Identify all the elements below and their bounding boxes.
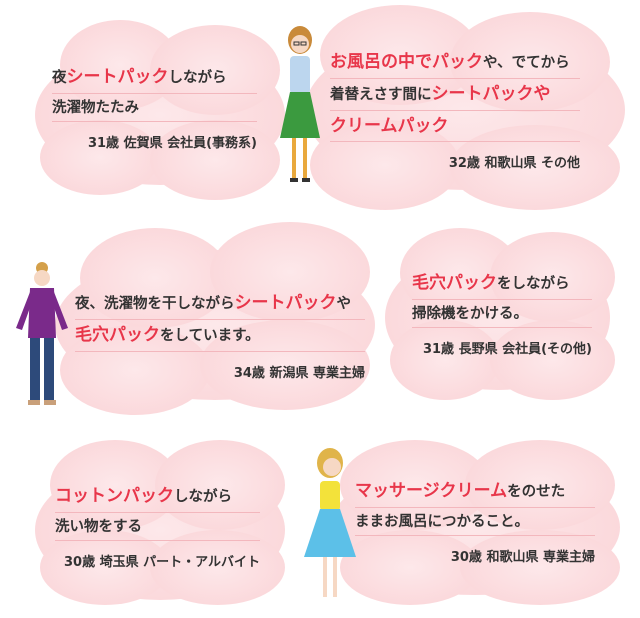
body-text: 夜 bbox=[52, 70, 67, 86]
highlight-text: シートパック bbox=[66, 67, 169, 87]
highlight-text: シートパックや bbox=[431, 83, 551, 104]
body-text: 掃除機をかける。 bbox=[412, 305, 528, 322]
body-text: しながら bbox=[174, 489, 232, 505]
woman-green-skirt-illustration bbox=[280, 26, 320, 182]
card-line: ままお風呂につかること。 bbox=[355, 508, 595, 537]
card-line: 洗い物をする bbox=[55, 513, 260, 542]
card-line: 毛穴パックをしながら bbox=[412, 268, 592, 300]
highlight-text: クリームパック bbox=[330, 115, 449, 136]
highlight-text: お風呂の中でパック bbox=[330, 52, 483, 72]
highlight-text: 毛穴パック bbox=[75, 324, 160, 345]
respondent-info: 34歳 新潟県 専業主婦 bbox=[233, 365, 365, 381]
card-3: 夜、洗濯物を干しながらシートパックや毛穴パックをしています。34歳 新潟県 専業… bbox=[75, 288, 365, 381]
body-text: ままお風呂につかること。 bbox=[355, 513, 529, 530]
card-line: 毛穴パックをしています。 bbox=[75, 320, 365, 352]
card-line: 夜シートパックしながら bbox=[52, 62, 257, 94]
respondent-info: 32歳 和歌山県 その他 bbox=[448, 156, 580, 172]
body-text: 洗い物をする bbox=[55, 518, 142, 535]
body-text: 夜、洗濯物を干しながら bbox=[75, 296, 235, 312]
body-text: 着替えさす間に bbox=[330, 86, 432, 103]
highlight-text: マッサージクリーム bbox=[355, 481, 508, 501]
woman-purple-top-illustration bbox=[16, 262, 68, 405]
card-line: コットンパックしながら bbox=[55, 481, 260, 513]
card-line: 洗濯物たたみ bbox=[52, 94, 257, 123]
highlight-text: シートパック bbox=[234, 293, 337, 313]
card-line: クリームパック bbox=[330, 111, 580, 143]
card-4: 毛穴パックをしながら掃除機をかける。 31歳 長野県 会社員(その他) bbox=[412, 268, 592, 357]
card-line: お風呂の中でパックや、でてから bbox=[330, 47, 580, 79]
body-text: 洗濯物たたみ bbox=[52, 99, 139, 116]
woman-blue-skirt-illustration bbox=[304, 448, 356, 597]
card-6: マッサージクリームをのせたままお風呂につかること。 30歳 和歌山県 専業主婦 bbox=[355, 476, 595, 565]
body-text: をしています。 bbox=[160, 327, 260, 344]
respondent-info: 31歳 佐賀県 会社員(事務系) bbox=[87, 136, 257, 152]
body-text: をしながら bbox=[497, 276, 570, 292]
highlight-text: コットンパック bbox=[55, 486, 174, 506]
card-line: 掃除機をかける。 bbox=[412, 300, 592, 329]
body-text: や bbox=[336, 296, 352, 312]
respondent-info: 31歳 長野県 会社員(その他) bbox=[422, 342, 592, 358]
body-text: しながら bbox=[168, 70, 227, 86]
respondent-info: 30歳 埼玉県 パート・アルバイト bbox=[63, 555, 260, 571]
card-5: コットンパックしながら洗い物をする 30歳 埼玉県 パート・アルバイト bbox=[55, 481, 260, 570]
highlight-text: 毛穴パック bbox=[412, 273, 497, 293]
respondent-info: 30歳 和歌山県 専業主婦 bbox=[450, 550, 595, 566]
body-text: をのせた bbox=[507, 484, 566, 500]
card-line: マッサージクリームをのせた bbox=[355, 476, 595, 508]
body-text: や、でてから bbox=[483, 55, 570, 71]
card-line: 夜、洗濯物を干しながらシートパックや bbox=[75, 288, 365, 320]
card-1: 夜シートパックしながら洗濯物たたみ 31歳 佐賀県 会社員(事務系) bbox=[52, 62, 257, 151]
card-line: 着替えさす間にシートパックや bbox=[330, 79, 580, 111]
